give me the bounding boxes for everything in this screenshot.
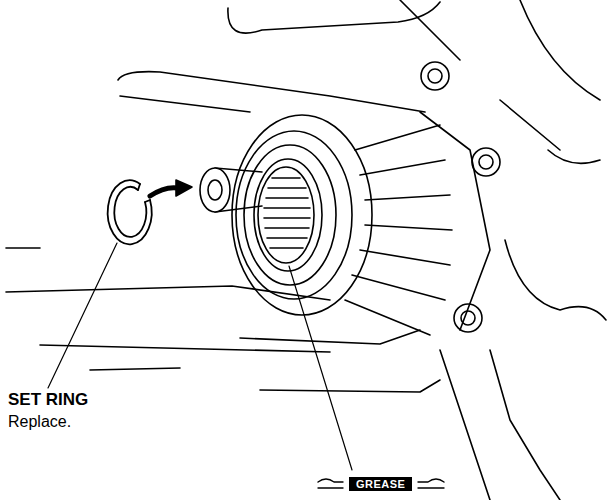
bolt-bosses — [421, 62, 500, 332]
case-outline — [6, 0, 606, 500]
part-name: SET RING — [8, 390, 88, 410]
grease-text: GREASE — [356, 478, 405, 490]
set-ring-part — [108, 180, 152, 244]
install-arrow — [150, 180, 192, 196]
housing-ribs — [345, 112, 490, 335]
bearing-and-seal — [232, 115, 372, 315]
instruction-note: Replace. — [8, 413, 71, 431]
grease-label: GREASE — [349, 477, 412, 491]
splined-shaft — [200, 167, 314, 263]
leader-lines — [48, 243, 352, 470]
